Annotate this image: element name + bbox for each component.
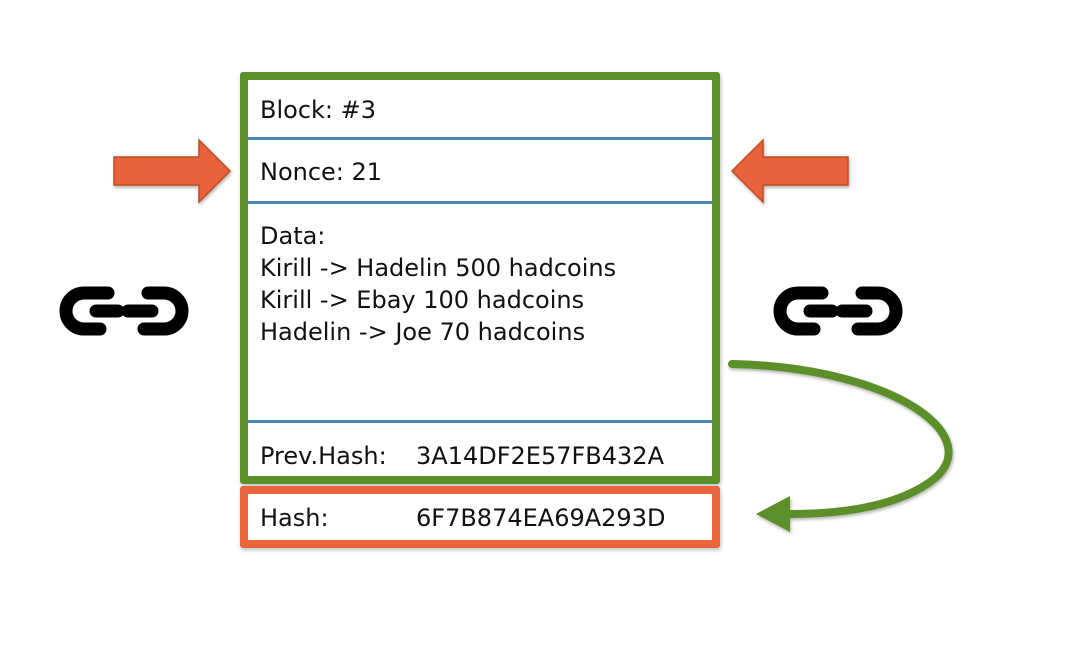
transaction-line: Kirill -> Ebay 100 hadcoins: [260, 286, 585, 314]
divider: [248, 137, 712, 140]
block-card: Block: #3 Nonce: 21 Data: Kirill -> Hade…: [240, 72, 720, 484]
chain-link-icon: [59, 286, 189, 336]
data-title: Data:: [260, 222, 326, 250]
hash-value: 6F7B874EA69A293D: [416, 504, 666, 532]
hash-field: Hash: 6F7B874EA69A293D: [260, 502, 665, 534]
divider: [248, 201, 712, 204]
arrow-left-icon: [730, 138, 849, 204]
prev-hash-label: Prev.Hash:: [260, 442, 387, 470]
data-section: Data: Kirill -> Hadelin 500 hadcoins Kir…: [248, 220, 712, 348]
prev-hash-field: Prev.Hash: 3A14DF2E57FB432A: [248, 440, 712, 472]
curved-arrow-icon: [728, 360, 953, 532]
chain-link-icon: [773, 286, 903, 336]
hash-label: Hash:: [260, 504, 329, 532]
prev-hash-value: 3A14DF2E57FB432A: [416, 442, 664, 470]
nonce-field: Nonce: 21: [260, 158, 383, 186]
transaction-line: Kirill -> Hadelin 500 hadcoins: [260, 254, 617, 282]
block-number: Block: #3: [260, 96, 377, 124]
arrow-right-icon: [113, 138, 232, 204]
divider: [248, 420, 712, 423]
hash-card: Hash: 6F7B874EA69A293D: [240, 486, 720, 548]
transaction-line: Hadelin -> Joe 70 hadcoins: [260, 318, 586, 346]
